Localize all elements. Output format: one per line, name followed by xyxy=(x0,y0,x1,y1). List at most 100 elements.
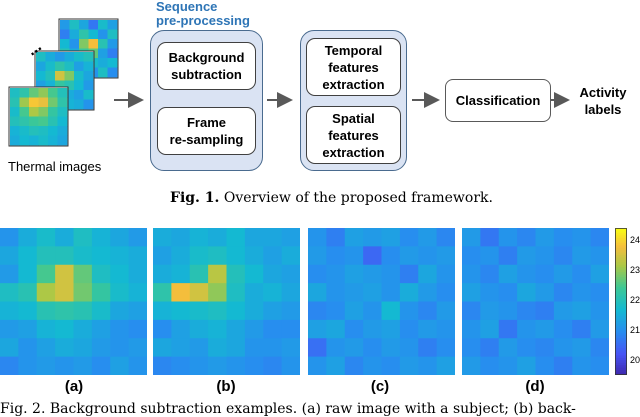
heatmap-cell xyxy=(0,264,19,284)
thermal-pixel xyxy=(57,116,68,127)
heatmap-cell xyxy=(399,264,419,284)
thermal-pixel xyxy=(38,88,49,98)
heatmap-cell xyxy=(244,356,264,375)
heatmap-cell xyxy=(517,338,536,358)
heatmap-cell xyxy=(381,319,401,339)
colorbar-segment xyxy=(615,338,627,342)
heatmap-cell xyxy=(590,319,609,339)
heatmap-cell xyxy=(436,319,455,339)
thermal-pixel xyxy=(74,71,84,81)
heatmap-cell xyxy=(73,264,93,284)
thermal-pixel xyxy=(29,97,39,108)
panel-label-d: (d) xyxy=(525,378,545,395)
heatmap-cell xyxy=(281,356,300,375)
thermal-pixel xyxy=(48,126,58,136)
activity-labels-text: Activity labels xyxy=(579,85,627,117)
heatmap-cell xyxy=(308,338,327,358)
colorbar-segment xyxy=(615,284,627,288)
heatmap-cell xyxy=(244,264,264,284)
colorbar-segment xyxy=(615,350,627,354)
thermal-pixel xyxy=(19,107,30,117)
colorbar-segment xyxy=(615,365,627,369)
heatmap-cell xyxy=(128,228,147,247)
colorbar-segment xyxy=(615,326,627,329)
heatmap-cell xyxy=(326,264,346,284)
heatmap-cell xyxy=(36,264,56,284)
heatmap-cell xyxy=(308,283,327,302)
heatmap-cell xyxy=(0,338,19,358)
heatmap-cell xyxy=(110,319,130,339)
flow-arrows xyxy=(114,92,570,108)
colorbar-segment xyxy=(615,355,627,359)
heatmap-cell xyxy=(462,283,481,302)
thermal-pixel xyxy=(45,80,56,91)
heatmap-cell xyxy=(344,301,364,321)
heatmap-cell xyxy=(263,338,283,358)
heatmap-cell xyxy=(281,264,300,284)
thermal-pixel xyxy=(74,99,84,110)
heatmap-cell xyxy=(189,283,209,302)
colorbar-tick-22: 22 xyxy=(630,295,640,305)
heatmap-cell xyxy=(189,319,209,339)
colorbar-segment xyxy=(615,267,627,271)
colorbar-segment xyxy=(615,240,627,244)
heatmap-cell xyxy=(462,356,481,375)
heatmap-cell xyxy=(535,338,555,358)
thermal-pixel xyxy=(60,29,70,40)
heatmap-cell xyxy=(36,319,56,339)
thermal-pixel xyxy=(98,58,108,68)
colorbar-segment xyxy=(615,321,627,325)
colorbar-segment xyxy=(615,250,627,253)
heatmap-cell xyxy=(308,319,327,339)
heatmap-cell xyxy=(399,356,419,375)
thermal-pixel xyxy=(64,80,75,91)
heatmap-cell xyxy=(517,246,536,266)
colorbar-segment xyxy=(615,254,627,258)
heatmap-cell xyxy=(381,283,401,302)
heatmap-cell xyxy=(189,301,209,321)
colorbar-segment xyxy=(615,235,627,239)
thermal-pixel xyxy=(10,135,20,146)
heatmap-cell xyxy=(553,356,573,375)
heatmap-cell xyxy=(18,264,38,284)
thermal-pixel xyxy=(107,67,118,78)
heatmap-cell xyxy=(128,246,147,266)
heatmap-cell xyxy=(18,338,38,358)
heatmap-cell xyxy=(326,301,346,321)
heatmap-cell xyxy=(36,338,56,358)
thermal-image-stack xyxy=(8,18,119,147)
thermal-pixel xyxy=(38,135,49,146)
heatmap-cell xyxy=(91,246,111,266)
heatmap-cell xyxy=(73,228,93,247)
heatmap-cell xyxy=(55,338,74,358)
heatmap-cell xyxy=(91,338,111,358)
colorbar-segment xyxy=(615,291,627,295)
heatmap-cell xyxy=(226,319,246,339)
heatmap-cell xyxy=(263,246,283,266)
thermal-pixel xyxy=(88,29,99,40)
heatmap-cell xyxy=(55,264,74,284)
colorbar-segment xyxy=(615,228,627,231)
thermal-pixel xyxy=(55,71,65,81)
colorbar-segment xyxy=(615,308,627,312)
heatmap-cell xyxy=(480,319,500,339)
heatmap-cell xyxy=(91,283,111,302)
thermal-pixel xyxy=(48,107,58,117)
thermal-pixel xyxy=(57,88,68,98)
panel-label-b: (b) xyxy=(216,378,236,395)
thermal-pixel xyxy=(29,88,39,98)
heatmap-cell xyxy=(91,228,111,247)
heatmap-c xyxy=(308,228,455,375)
heatmap-cell xyxy=(153,228,172,247)
colorbar-segment xyxy=(615,269,627,273)
heatmap-cell xyxy=(55,283,74,302)
heatmap-cell xyxy=(0,319,19,339)
thermal-pixel xyxy=(98,67,108,78)
heatmap-cell xyxy=(572,301,592,321)
heatmap-cell xyxy=(0,283,19,302)
heatmap-cell xyxy=(326,228,346,247)
heatmap-d xyxy=(462,228,609,375)
figure1-caption-text: Overview of the proposed framework. xyxy=(219,190,493,206)
heatmap-cell xyxy=(263,264,283,284)
heatmap-cell xyxy=(110,301,130,321)
